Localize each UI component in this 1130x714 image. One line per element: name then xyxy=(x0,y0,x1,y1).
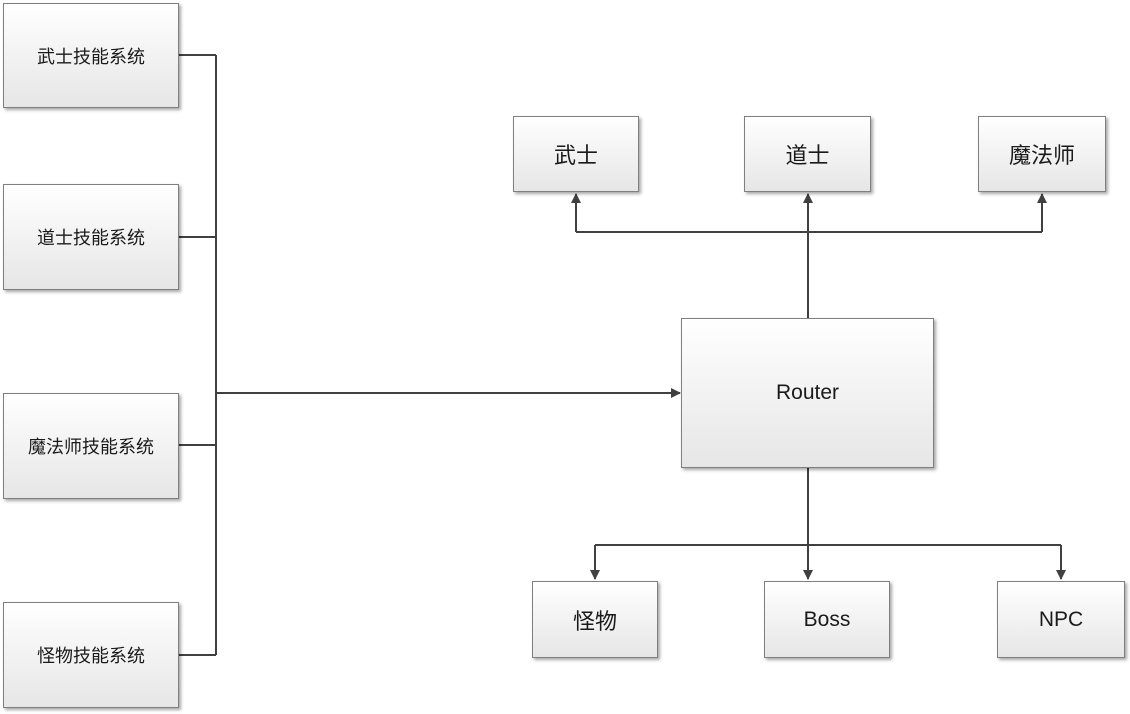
skill-system-label: 道士技能系统 xyxy=(37,228,145,249)
skill-system-monster: 怪物技能系统 xyxy=(3,602,179,708)
skill-system-wushi: 武士技能系统 xyxy=(3,3,179,108)
router-label: Router xyxy=(775,381,840,404)
router-box: Router xyxy=(681,318,934,468)
class-label: 武士 xyxy=(553,144,598,169)
skill-system-label: 武士技能系统 xyxy=(37,46,145,68)
entity-label: 怪物 xyxy=(572,609,617,635)
class-box-daoshi: 道士 xyxy=(744,116,871,192)
entity-label: NPC xyxy=(1038,607,1084,631)
entity-box-boss: Boss xyxy=(764,581,890,658)
class-label: 道士 xyxy=(785,144,830,169)
class-box-wushi: 武士 xyxy=(513,116,639,192)
skill-system-mofashi: 魔法师技能系统 xyxy=(3,393,179,499)
entity-box-npc: NPC xyxy=(997,581,1125,658)
skill-system-label: 怪物技能系统 xyxy=(37,646,145,667)
class-box-mofashi: 魔法师 xyxy=(978,116,1106,192)
entity-box-monster: 怪物 xyxy=(532,581,658,658)
skill-system-label: 魔法师技能系统 xyxy=(28,437,154,458)
entity-label: Boss xyxy=(803,607,851,631)
skill-system-daoshi: 道士技能系统 xyxy=(3,184,179,290)
class-label: 魔法师 xyxy=(1008,144,1075,169)
